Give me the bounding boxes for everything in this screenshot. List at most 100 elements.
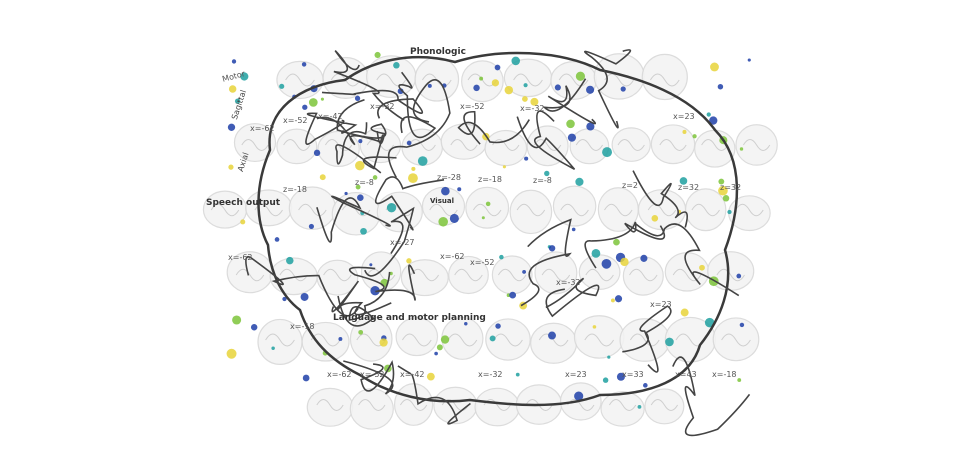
- slice-label: x=23: [650, 300, 672, 309]
- slice-fold: [701, 139, 729, 151]
- gyrus-line: [349, 264, 416, 301]
- activation-spot: [679, 177, 688, 185]
- activation-spot: [567, 133, 577, 142]
- brain-slice: [569, 128, 610, 165]
- activation-spot: [374, 51, 381, 59]
- gyrus-line: [635, 223, 740, 297]
- slice-fold: [721, 333, 751, 347]
- activation-spot: [481, 216, 485, 220]
- gyrus-line: [387, 79, 451, 178]
- activation-spot: [358, 329, 364, 335]
- slice-fold: [298, 203, 327, 217]
- activation-spot: [727, 209, 732, 215]
- slice-label: x=-62: [327, 370, 352, 379]
- brain-slice: [301, 321, 350, 362]
- activation-spot: [226, 348, 237, 359]
- slice-fold: [279, 268, 308, 282]
- activation-spot: [602, 147, 613, 158]
- activation-spot: [592, 325, 597, 329]
- activation-spot: [355, 184, 361, 190]
- activation-spot: [436, 344, 443, 351]
- activation-spot: [511, 56, 520, 66]
- brain-slice: [578, 254, 621, 290]
- activation-spot: [485, 201, 491, 207]
- activation-spot: [370, 285, 380, 296]
- activation-spot: [411, 166, 416, 171]
- slice-label: x=23: [673, 112, 695, 121]
- activation-spot: [586, 85, 595, 94]
- slice-label: x=-62: [250, 124, 275, 133]
- activation-spot: [232, 315, 242, 325]
- gyrus-line: [672, 356, 751, 437]
- slice-label: x=-42: [318, 112, 343, 121]
- brain-slice: [276, 128, 318, 165]
- gyrus-line: [584, 49, 632, 129]
- brain-slice: [552, 185, 597, 227]
- gyrus-line: [245, 256, 359, 317]
- activation-spot: [554, 84, 561, 91]
- slice-label: z=-18: [283, 185, 307, 194]
- activation-spot: [440, 335, 450, 344]
- activation-spot: [704, 317, 715, 328]
- brain-slice: [474, 387, 520, 427]
- slice-label: z=2: [622, 181, 638, 190]
- activation-spot: [438, 216, 448, 227]
- gyrus-line: [337, 271, 391, 327]
- activation-spot: [240, 219, 246, 225]
- activation-spot: [616, 372, 625, 381]
- activation-spot: [379, 338, 388, 347]
- activation-spot: [228, 85, 237, 93]
- slice-label: x=-32: [370, 102, 395, 111]
- gyrus-line: [321, 89, 424, 119]
- gyrus-line: [542, 78, 597, 125]
- brain-slice: [573, 315, 625, 359]
- brain-slice: [376, 191, 423, 233]
- slice-label: x=23: [565, 370, 587, 379]
- activation-spot: [548, 331, 556, 340]
- activation-spot: [736, 273, 742, 279]
- activation-spot: [282, 296, 287, 302]
- activation-spot: [360, 227, 367, 235]
- gyrus-line: [397, 365, 471, 425]
- activation-spot: [427, 83, 432, 88]
- activation-spot: [747, 58, 751, 62]
- gyrus-line: [343, 360, 395, 395]
- activation-spot: [393, 62, 400, 69]
- activation-spot: [320, 97, 324, 101]
- slice-fold: [735, 203, 764, 217]
- region-label-speech-output: Speech output: [206, 198, 281, 208]
- slice-label: x=-52: [283, 116, 308, 125]
- slice-fold: [316, 399, 344, 411]
- gyrus-line: [305, 112, 358, 145]
- slice-label: z=32: [678, 183, 700, 192]
- slice-label: x=-18: [290, 322, 315, 331]
- slice-label: x=-32: [556, 278, 581, 287]
- brain-slice: [317, 130, 360, 168]
- activation-spot: [637, 405, 642, 409]
- activation-spot: [610, 298, 615, 303]
- slice-label: z=-18: [478, 175, 502, 184]
- activation-spot: [406, 258, 412, 264]
- activation-spot: [441, 186, 450, 196]
- activation-spot: [739, 147, 744, 151]
- activation-spot: [699, 264, 705, 271]
- brain-slice: [600, 391, 645, 427]
- activation-spot: [651, 215, 659, 222]
- activation-spot: [530, 97, 539, 106]
- region-label-language-motor-planning: Language and motor planning: [333, 313, 486, 323]
- activation-spot: [308, 98, 318, 107]
- slice-fold: [575, 139, 604, 151]
- activation-spot: [665, 337, 674, 347]
- activation-spot: [491, 79, 499, 87]
- activation-spot: [499, 254, 504, 260]
- slice-fold: [584, 333, 615, 347]
- slice-fold: [604, 73, 635, 87]
- slice-fold: [560, 203, 589, 217]
- brain-slice: [530, 322, 578, 364]
- slice-fold: [541, 268, 571, 282]
- slice-label: x=-52: [470, 258, 495, 267]
- activation-spot: [680, 308, 689, 317]
- slice-label: x=-52: [360, 370, 385, 379]
- brain-gyri-lines: [245, 49, 751, 437]
